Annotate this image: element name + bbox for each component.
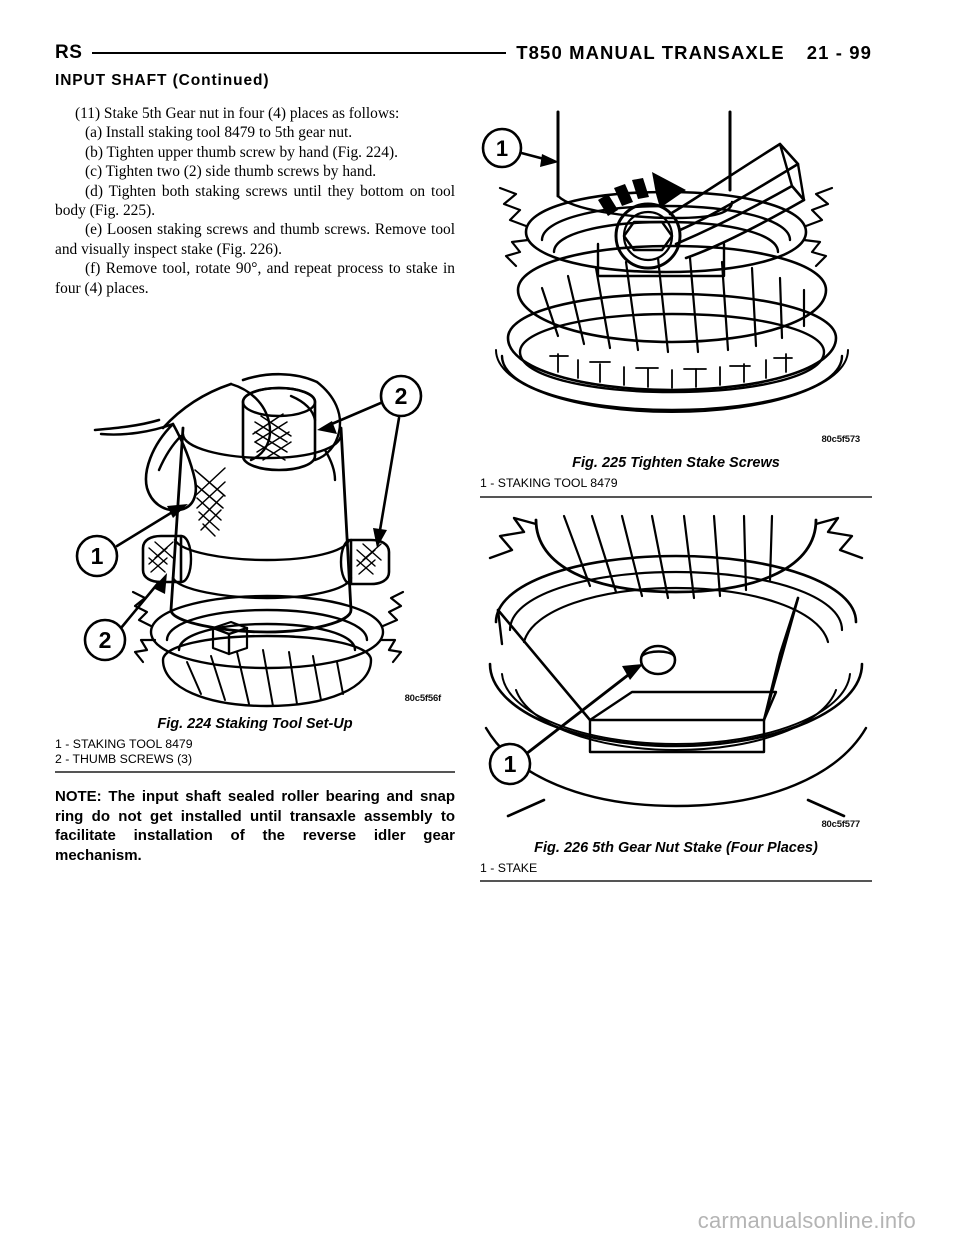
figure-224-image-id: 80c5f56f <box>404 693 442 705</box>
figure-224: 1 2 2 80c5f56f Fig. 224 Staking Tool Set… <box>55 310 455 774</box>
figure-226-illustration: 1 80c5f577 <box>480 514 872 834</box>
procedure-step-a: (a) Install staking tool 8479 to 5th gea… <box>85 124 353 142</box>
figure-225-illustration: 1 80c5f573 <box>480 104 872 449</box>
section-title: INPUT SHAFT (Continued) <box>55 72 270 89</box>
svg-text:1: 1 <box>91 543 104 569</box>
figure-225-legend-rule <box>480 495 872 498</box>
figure-224-caption: Fig. 224 Staking Tool Set-Up <box>157 716 353 733</box>
figure-225-image-id: 80c5f573 <box>821 434 860 445</box>
figure-224-legend-item-2: 2 - THUMB SCREWS (3) <box>55 751 193 766</box>
figure-224-illustration: 1 2 2 80c5f56f <box>55 310 455 710</box>
header-page-number: 21 - 99 <box>806 42 872 63</box>
header-divider-rule <box>92 51 507 54</box>
note-paragraph: NOTE: The input shaft sealed roller bear… <box>55 788 455 864</box>
header-title: T850 MANUAL TRANSAXLE <box>516 42 785 63</box>
figure-225-legend-item-1: 1 - STAKING TOOL 8479 <box>480 476 618 490</box>
running-header: RS T850 MANUAL TRANSAXLE 21 - 99 <box>55 40 872 66</box>
figure-226-legend-item-1: 1 - STAKE <box>480 860 538 875</box>
callout-balloon-1 <box>481 127 523 169</box>
figure-225-caption: Fig. 225 Tighten Stake Screws <box>572 455 780 471</box>
figure-226-image-id: 80c5f577 <box>821 818 860 830</box>
callout-balloon-1 <box>75 534 119 578</box>
procedure-step-c: (c) Tighten two (2) side thumb screws by… <box>85 163 377 181</box>
svg-text:2: 2 <box>99 627 112 653</box>
procedure-step-e: (e) Loosen staking screws and thumb scre… <box>55 221 455 258</box>
left-column: (11) Stake 5th Gear nut in four (4) plac… <box>55 104 455 865</box>
procedure-step-d: (d) Tighten both staking screws until th… <box>55 182 455 220</box>
figure-224-legend-rule <box>55 771 455 774</box>
procedure-step-b: (b) Tighten upper thumb screw by hand (F… <box>85 143 398 161</box>
header-left-label: RS <box>55 42 83 63</box>
svg-text:2: 2 <box>395 383 408 409</box>
callout-balloon-1 <box>488 742 532 785</box>
callout-balloon-2-left <box>83 618 127 662</box>
site-watermark: carmanualsonline.info <box>697 1208 916 1233</box>
svg-text:1: 1 <box>504 751 517 777</box>
figure-226: 1 80c5f577 Fig. 226 5th Gear Nut Stake (… <box>480 514 872 883</box>
right-column: 1 80c5f573 Fig. 225 Tighten Stake Screws… <box>480 104 872 883</box>
figure-225: 1 80c5f573 Fig. 225 Tighten Stake Screws… <box>480 104 872 498</box>
figure-226-caption: Fig. 226 5th Gear Nut Stake (Four Places… <box>534 839 818 856</box>
figure-226-legend-rule <box>480 880 872 883</box>
procedure-step-11: (11) Stake 5th Gear nut in four (4) plac… <box>75 105 400 122</box>
figure-224-legend-item-1: 1 - STAKING TOOL 8479 <box>55 737 193 752</box>
procedure-step-f: (f) Remove tool, rotate 90°, and repeat … <box>55 260 455 297</box>
callout-balloon-2-right <box>379 374 423 418</box>
svg-text:1: 1 <box>496 136 508 161</box>
